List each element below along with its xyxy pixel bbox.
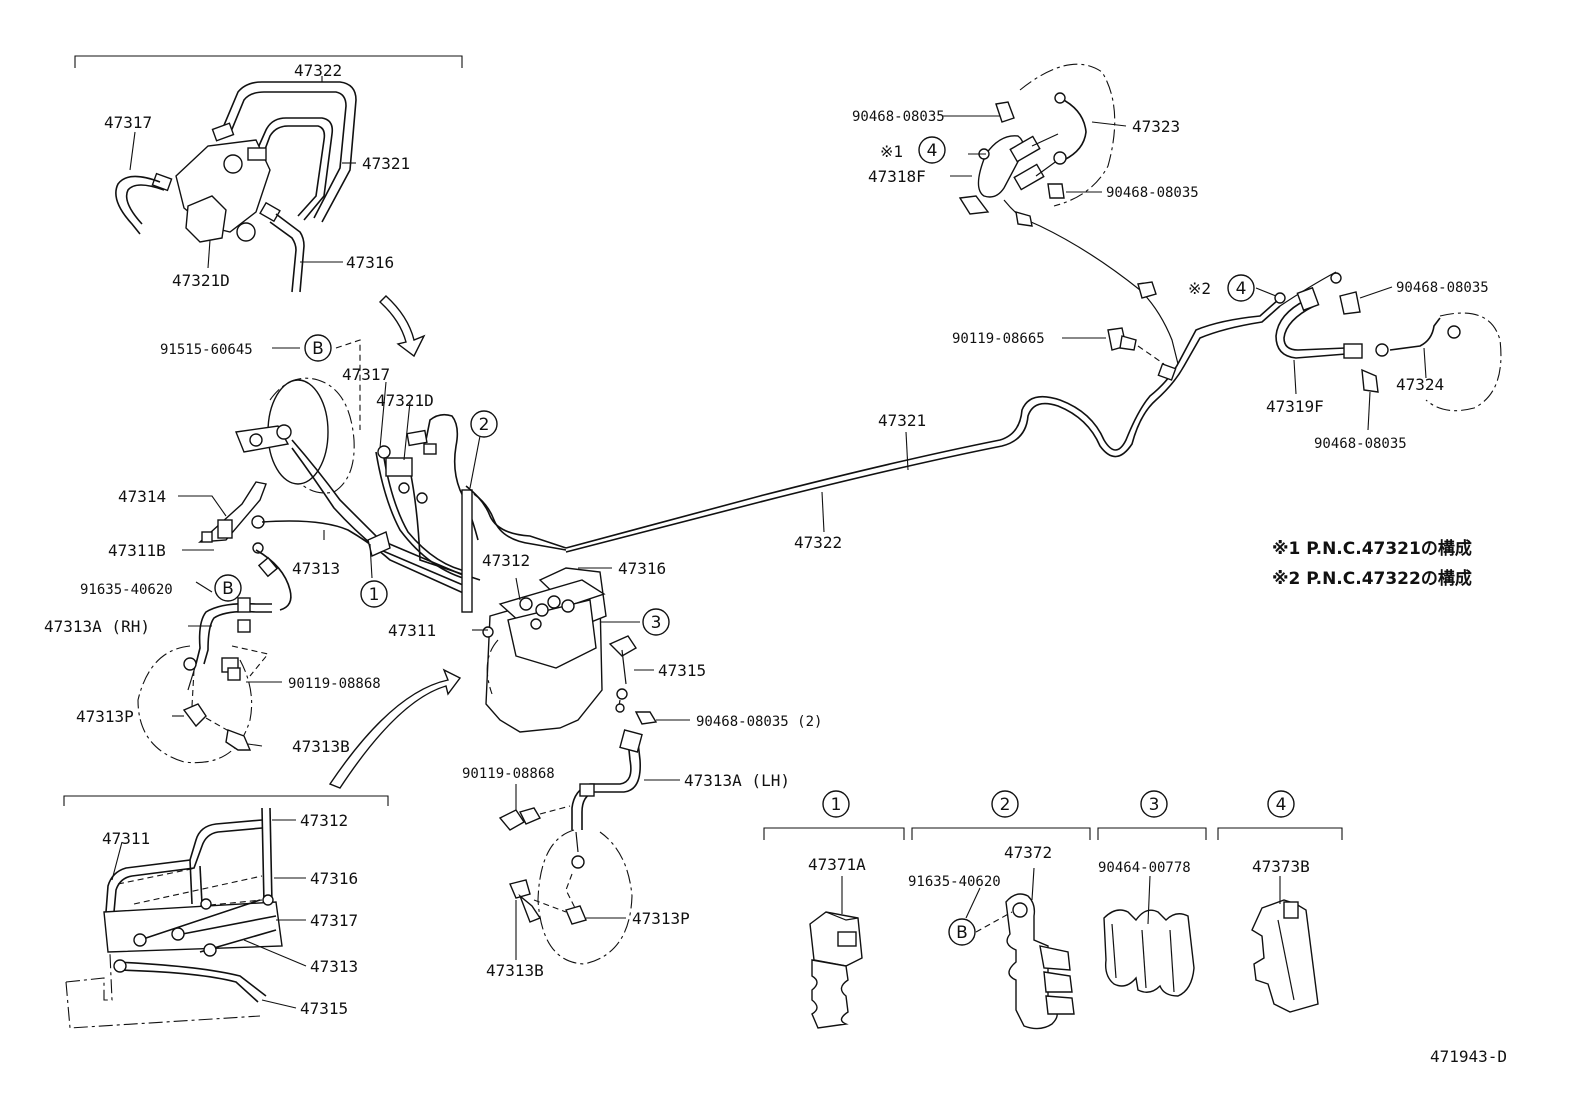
callout-3-main: 3 <box>642 608 670 636</box>
label-47323: 47323 <box>1132 117 1180 136</box>
label-90119-08868-left: 90119-08868 <box>288 676 381 692</box>
rear-lh-hose-group <box>958 63 1116 227</box>
label-91635-40620-clip: 91635-40620 <box>908 874 1001 890</box>
label-47313P-left: 47313P <box>76 707 134 726</box>
callout-4-detail: 4 <box>1267 790 1295 818</box>
callout-B-top: B <box>304 334 332 362</box>
label-47317-top: 47317 <box>104 113 152 132</box>
label-90468-08035-a: 90468-08035 <box>852 109 945 125</box>
note-1: ※1 P.N.C.47321の構成 <box>1272 538 1472 559</box>
label-47311-inset: 47311 <box>102 829 150 848</box>
label-47321D-mid: 47321D <box>376 391 434 410</box>
svg-text:4: 4 <box>927 141 938 161</box>
label-90468-08035-b: 90468-08035 <box>1106 185 1199 201</box>
label-47315-inset: 47315 <box>300 999 348 1018</box>
part-labels: 47322 47317 47321 47316 47321D 91515-606… <box>44 61 1489 1018</box>
svg-text:4: 4 <box>1236 279 1247 299</box>
label-90468-08035-d: 90468-08035 <box>1314 436 1407 452</box>
label-47318F: 47318F <box>868 167 926 186</box>
svg-text:B: B <box>222 579 234 599</box>
clamp-47372 <box>965 867 1075 1030</box>
label-47314: 47314 <box>118 487 166 506</box>
label-note1-mark: ※1 <box>880 142 903 161</box>
svg-text:B: B <box>312 339 324 359</box>
label-47313A-RH: 47313A (RH) <box>44 617 150 636</box>
drawing-number: 471943-D <box>1430 1047 1507 1066</box>
svg-text:3: 3 <box>651 613 662 633</box>
notes: ※1 P.N.C.47321の構成 ※2 P.N.C.47322の構成 <box>1272 538 1472 589</box>
label-47321-top: 47321 <box>362 154 410 173</box>
label-47311B: 47311B <box>108 541 166 560</box>
svg-text:1: 1 <box>831 795 842 815</box>
clamp-details <box>763 827 1343 1030</box>
svg-text:4: 4 <box>1276 795 1287 815</box>
leader-lines <box>172 115 1427 960</box>
label-47319F: 47319F <box>1266 397 1324 416</box>
svg-text:3: 3 <box>1149 795 1160 815</box>
label-90119-08868-mid: 90119-08868 <box>462 766 555 782</box>
callout-2-main: 2 <box>470 410 498 438</box>
label-47317-inset: 47317 <box>310 911 358 930</box>
label-47324: 47324 <box>1396 375 1444 394</box>
svg-text:1: 1 <box>369 585 380 605</box>
label-47322-top: 47322 <box>294 61 342 80</box>
label-91515-60645: 91515-60645 <box>160 342 253 358</box>
rear-brake-lines <box>565 217 1337 553</box>
callout-4-lh: 4 <box>918 136 946 164</box>
label-47317-mid: 47317 <box>342 365 390 384</box>
label-47373B: 47373B <box>1252 857 1310 876</box>
label-90464-00778: 90464-00778 <box>1098 860 1191 876</box>
label-90468-08035-c: 90468-08035 <box>1396 280 1489 296</box>
svg-text:2: 2 <box>1000 795 1011 815</box>
label-47316-top: 47316 <box>346 253 394 272</box>
label-47313A-LH: 47313A (LH) <box>684 771 790 790</box>
label-47312-mid: 47312 <box>482 551 530 570</box>
label-47321D-top: 47321D <box>172 271 230 290</box>
label-47316-inset: 47316 <box>310 869 358 888</box>
label-47313-inset: 47313 <box>310 957 358 976</box>
label-47371A: 47371A <box>808 855 866 874</box>
main-assembly <box>137 339 658 965</box>
svg-text:2: 2 <box>479 415 490 435</box>
label-47313: 47313 <box>292 559 340 578</box>
label-47313B-left: 47313B <box>292 737 350 756</box>
label-91635-40620-left: 91635-40620 <box>80 582 173 598</box>
callout-1-detail: 1 <box>822 790 850 818</box>
label-47313B-mid: 47313B <box>486 961 544 980</box>
clamp-90464-00778 <box>1103 875 1195 997</box>
valve-assembly-inset <box>74 55 463 293</box>
label-47315-mid: 47315 <box>658 661 706 680</box>
label-47311-mid: 47311 <box>388 621 436 640</box>
actuator-pipes-inset <box>63 795 389 1029</box>
svg-text:B: B <box>956 923 968 943</box>
callout-1-main: 1 <box>360 580 388 608</box>
label-47312-inset: 47312 <box>300 811 348 830</box>
callout-B-left: B <box>214 574 242 602</box>
callout-3-detail: 3 <box>1140 790 1168 818</box>
callout-B-clip: B <box>948 918 976 946</box>
callout-4-rh: 4 <box>1227 274 1255 302</box>
label-47321-long: 47321 <box>878 411 926 430</box>
callout-2-detail: 2 <box>991 790 1019 818</box>
label-90468-08035-2: 90468-08035 (2) <box>696 714 822 730</box>
label-47322-long: 47322 <box>794 533 842 552</box>
view-arrows <box>328 295 462 789</box>
label-47372: 47372 <box>1004 843 1052 862</box>
rear-rh-hose-group <box>1107 272 1502 412</box>
callout-markers: B B B 1 2 3 4 4 <box>214 136 1295 946</box>
note-2: ※2 P.N.C.47322の構成 <box>1272 568 1472 589</box>
clamp-47371A <box>809 876 863 1029</box>
label-47316-mid: 47316 <box>618 559 666 578</box>
label-47313P-mid: 47313P <box>632 909 690 928</box>
label-note2-mark: ※2 <box>1188 279 1211 298</box>
label-90119-08665: 90119-08665 <box>952 331 1045 347</box>
clamp-47373B <box>1251 876 1319 1013</box>
